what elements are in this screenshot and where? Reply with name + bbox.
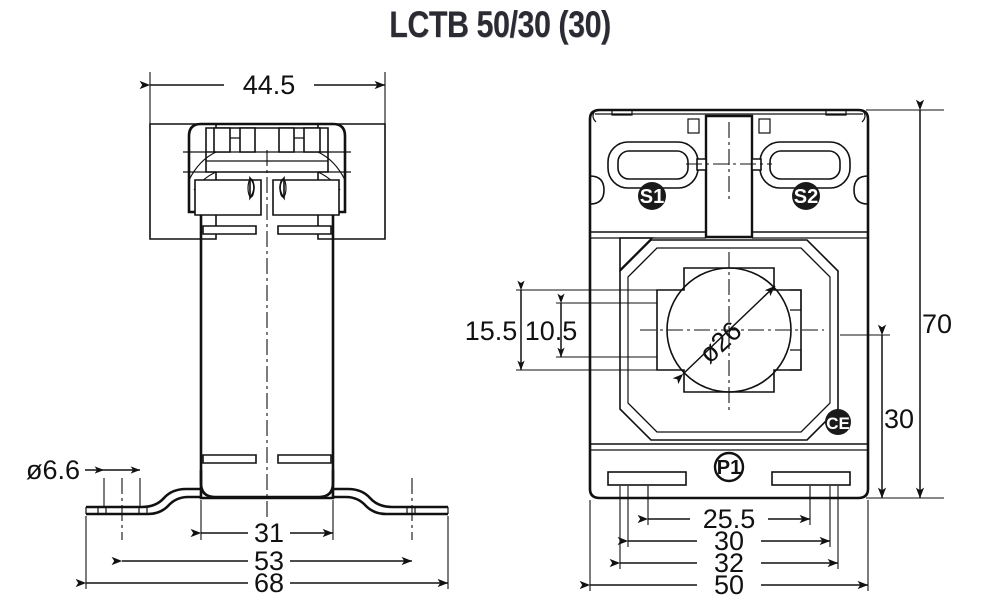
front-notch-right [825, 109, 847, 116]
front-window-step-right-bottom [790, 349, 802, 371]
dimension-53: 53 [111, 546, 413, 576]
dimension-70: 70 [866, 99, 952, 499]
front-terminal-pad-right [759, 141, 851, 189]
dimension-15-5: 15.5 [465, 280, 684, 371]
side-foot-left-hole-edges-2 [138, 507, 148, 514]
side-screw-left [213, 127, 231, 153]
side-foot-left [85, 487, 201, 516]
side-boss-right [272, 179, 340, 216]
side-slot-upper-left [202, 225, 257, 235]
front-core-chamfer-lines [627, 247, 831, 433]
side-eyelet-right-bore [279, 178, 287, 198]
side-foot-right-hole-edges [406, 507, 416, 514]
dimension-label-dia-26: ø26 [693, 315, 747, 369]
side-foot-right-bottom [333, 495, 448, 516]
side-foot-right-top [333, 487, 448, 509]
side-screw-left-2 [239, 127, 256, 153]
front-window-step-right-top [790, 289, 802, 311]
terminal-label-s1: S1 [640, 186, 664, 208]
side-boss-left [194, 179, 262, 216]
dimension-31: 31 [190, 500, 334, 548]
side-screw-right-2 [278, 127, 295, 153]
front-notch-left [611, 109, 633, 116]
dimension-32: 32 [609, 486, 839, 578]
side-foot-left-bottom [86, 495, 201, 516]
side-body-outline [187, 122, 347, 500]
front-corner-top-left [592, 109, 597, 123]
ce-mark-label: CE [826, 414, 850, 433]
side-chamfer-right-a [317, 151, 346, 181]
terminal-badge-p1: P1 [713, 451, 745, 483]
page-title: LCTB 50/30 (30) [389, 4, 611, 45]
side-chamfer-left-a [188, 151, 217, 181]
terminal-badge-s1: S1 [638, 182, 666, 210]
dimension-label-30-horizontal: 30 [714, 526, 744, 556]
front-terminal-pad-left [607, 141, 699, 189]
front-bar-tab-right [751, 158, 762, 171]
side-slot-lower-right [277, 454, 332, 464]
front-vent-right [758, 118, 771, 134]
side-screw-right [303, 127, 321, 153]
dimension-10-5: 10.5 [525, 293, 657, 358]
side-view-group: 44.5 [26, 70, 449, 598]
dimension-30-horizontal: 30 [617, 486, 831, 556]
terminal-badge-s2: S2 [792, 182, 820, 210]
terminal-label-s2: S2 [794, 186, 818, 208]
side-slot-upper-right [277, 225, 332, 235]
dimension-44-5: 44.5 [139, 70, 386, 130]
dimension-label-dia-6-6: ø6.6 [26, 455, 80, 485]
front-corner-top-right [861, 109, 866, 123]
dimension-dia-6-6: ø6.6 [26, 455, 141, 506]
front-mount-slot-left [607, 471, 687, 486]
dimension-label-70: 70 [922, 309, 952, 339]
side-foot-left-top [86, 487, 201, 509]
front-mount-slot-right [771, 471, 851, 486]
dimension-label-50: 50 [714, 570, 744, 600]
dimension-label-25-5: 25.5 [703, 504, 756, 534]
side-foot-right [333, 487, 449, 516]
dimension-label-44-5: 44.5 [243, 70, 296, 100]
front-view-group: ø26 S1 S2 P1 CE 15 [465, 99, 952, 600]
front-core-octagon-outer [619, 239, 839, 441]
ce-mark: CE [825, 409, 851, 435]
side-shoulder-left [183, 151, 216, 173]
front-boss-left [589, 175, 605, 205]
front-vent-left [687, 118, 700, 134]
side-eyelet-left-bore [247, 178, 255, 198]
dimension-30-vertical: 30 [840, 324, 914, 499]
dimension-label-32: 32 [714, 548, 744, 578]
dimension-68: 68 [75, 516, 449, 598]
side-foot-left-hole-edges [97, 507, 107, 514]
dimension-label-15-5: 15.5 [465, 316, 518, 346]
dimension-label-10-5: 10.5 [525, 316, 578, 346]
dimension-label-30-vertical: 30 [884, 404, 914, 434]
dimension-label-53: 53 [254, 546, 284, 576]
side-slot-lower-left [202, 454, 257, 464]
dimension-label-68: 68 [254, 568, 284, 598]
dimension-label-31: 31 [254, 518, 284, 548]
front-boss-right [853, 175, 869, 205]
side-shoulder-right [318, 151, 351, 173]
dimension-50: 50 [579, 500, 869, 600]
terminal-label-p1: P1 [717, 457, 741, 479]
